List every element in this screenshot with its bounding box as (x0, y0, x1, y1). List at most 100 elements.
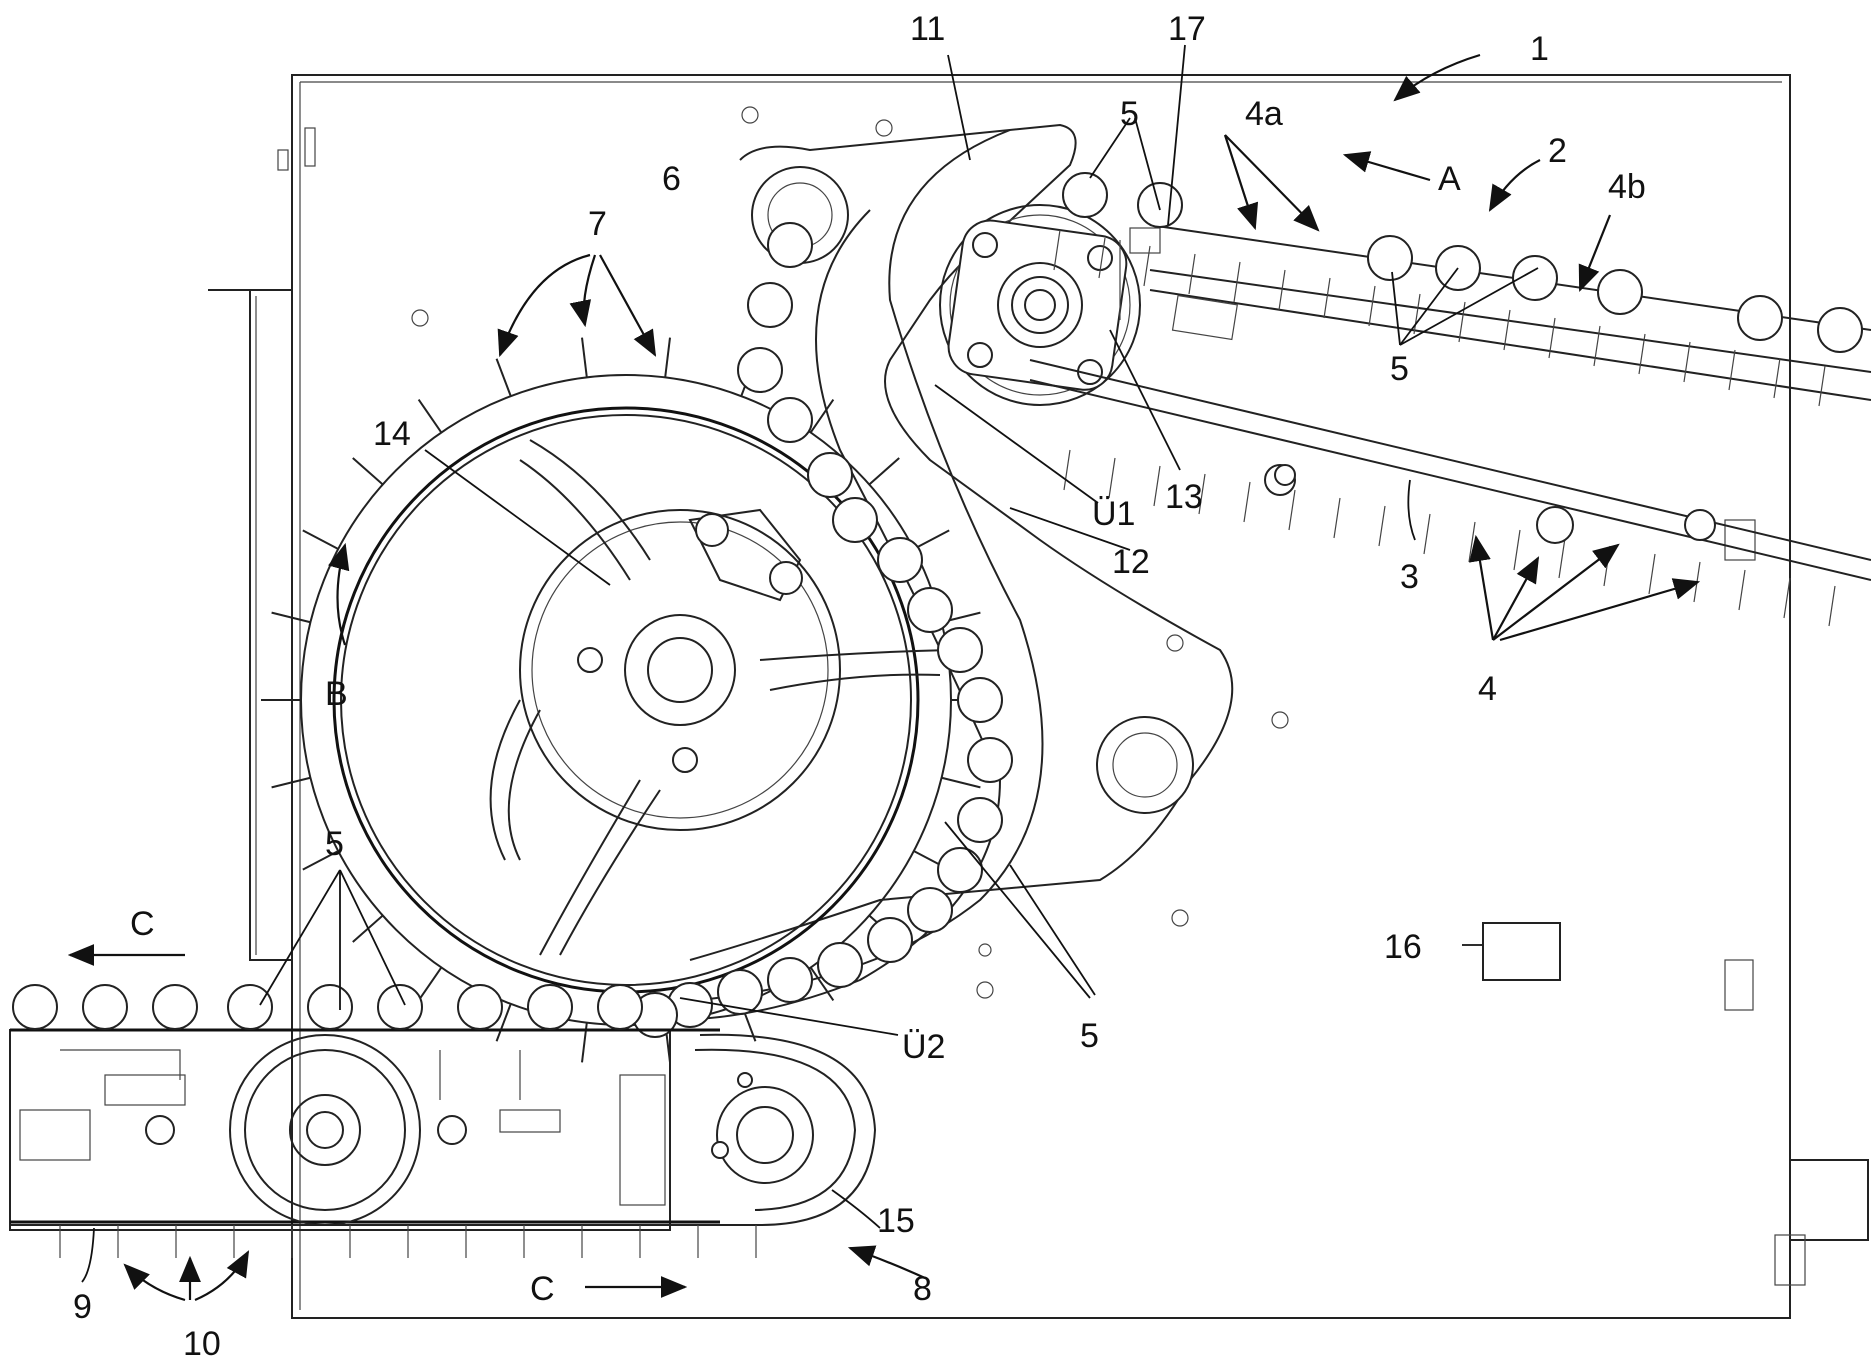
bottle (878, 538, 922, 582)
label-1: 1 (1530, 30, 1549, 68)
bottle (738, 348, 782, 392)
bottle (938, 848, 982, 892)
label-C-top: C (130, 905, 155, 943)
finger (1414, 294, 1420, 334)
finger (1334, 498, 1340, 538)
bottle (1138, 183, 1182, 227)
label-7: 7 (588, 205, 607, 243)
label-A: A (1438, 160, 1461, 198)
bottle (1598, 270, 1642, 314)
bottle (938, 628, 982, 672)
wheel-tooth (419, 967, 442, 1000)
finger (1774, 358, 1780, 398)
label-4b: 4b (1608, 168, 1646, 206)
finger (1289, 490, 1295, 530)
infeed-bottles (1063, 173, 1862, 352)
label-15: 15 (877, 1202, 915, 1240)
bottle (528, 985, 572, 1029)
label-12: 12 (1112, 543, 1150, 581)
finger (1559, 538, 1565, 578)
label-3: 3 (1400, 558, 1419, 596)
label-5-top-left: 5 (1120, 95, 1139, 133)
label-4: 4 (1478, 670, 1497, 708)
label-14: 14 (373, 415, 411, 453)
wheel-tooth (419, 400, 442, 433)
bottle (958, 678, 1002, 722)
control-unit (1483, 923, 1560, 980)
outfeed-bottles (13, 985, 642, 1029)
wheel-tooth (582, 338, 587, 378)
bottle (958, 798, 1002, 842)
label-B: B (325, 675, 348, 713)
finger (1649, 554, 1655, 594)
bottle (833, 498, 877, 542)
wheel-tooth (811, 400, 834, 433)
bottle (768, 223, 812, 267)
label-C-bottom: C (530, 1270, 555, 1308)
label-6: 6 (662, 160, 681, 198)
bottle (908, 888, 952, 932)
finger (1154, 466, 1160, 506)
label-11: 11 (910, 10, 945, 48)
bottle (768, 958, 812, 1002)
bottle (808, 453, 852, 497)
finger (1324, 278, 1330, 318)
wheel-tooth (914, 530, 949, 549)
bottle (153, 985, 197, 1029)
finger (1684, 342, 1690, 382)
bottle (868, 918, 912, 962)
label-5-bottom: 5 (325, 825, 344, 863)
finger (1244, 482, 1250, 522)
transfer-sprocket (940, 205, 1140, 405)
bottle (83, 985, 127, 1029)
label-2: 2 (1548, 132, 1567, 170)
bottle (378, 985, 422, 1029)
label-8: 8 (913, 1270, 932, 1308)
label-5-top-right: 5 (1390, 350, 1409, 388)
label-13: 13 (1165, 478, 1203, 516)
label-4a: 4a (1245, 95, 1283, 133)
bottle (458, 985, 502, 1029)
bottle (908, 588, 952, 632)
finger (1739, 570, 1745, 610)
wheel-tooth (353, 458, 383, 485)
finger (1424, 514, 1430, 554)
finger (1189, 254, 1195, 294)
bottle (768, 398, 812, 442)
bottle (598, 985, 642, 1029)
finger (1729, 350, 1735, 390)
bottle (1063, 173, 1107, 217)
wheel-tooth (665, 338, 670, 378)
finger (1369, 286, 1375, 326)
conveyor-fingers (1054, 230, 1835, 626)
finger (1819, 366, 1825, 406)
bottle (1818, 308, 1862, 352)
finger (1144, 246, 1150, 286)
wheel-tooth (497, 359, 511, 396)
label-U2: Ü2 (902, 1028, 945, 1066)
finger (1459, 302, 1465, 342)
wheel-tooth (942, 778, 981, 788)
wheel-tooth (869, 458, 899, 485)
infeed-conveyor (1030, 173, 1871, 626)
wheel-tooth (303, 530, 338, 549)
label-5-arc: 5 (1080, 1017, 1099, 1055)
label-16: 16 (1384, 928, 1422, 966)
outfeed-conveyor (10, 985, 875, 1258)
finger (1514, 530, 1520, 570)
bottle (748, 283, 792, 327)
bottle (308, 985, 352, 1029)
bottle (1738, 296, 1782, 340)
bottle (1368, 236, 1412, 280)
bottle (228, 985, 272, 1029)
label-U1: Ü1 (1092, 495, 1135, 533)
finger (1064, 450, 1070, 490)
label-17: 17 (1168, 10, 1206, 48)
finger (1829, 586, 1835, 626)
bottle (13, 985, 57, 1029)
finger (1279, 270, 1285, 310)
bottle (968, 738, 1012, 782)
label-9: 9 (73, 1288, 92, 1326)
finger (1469, 522, 1475, 562)
